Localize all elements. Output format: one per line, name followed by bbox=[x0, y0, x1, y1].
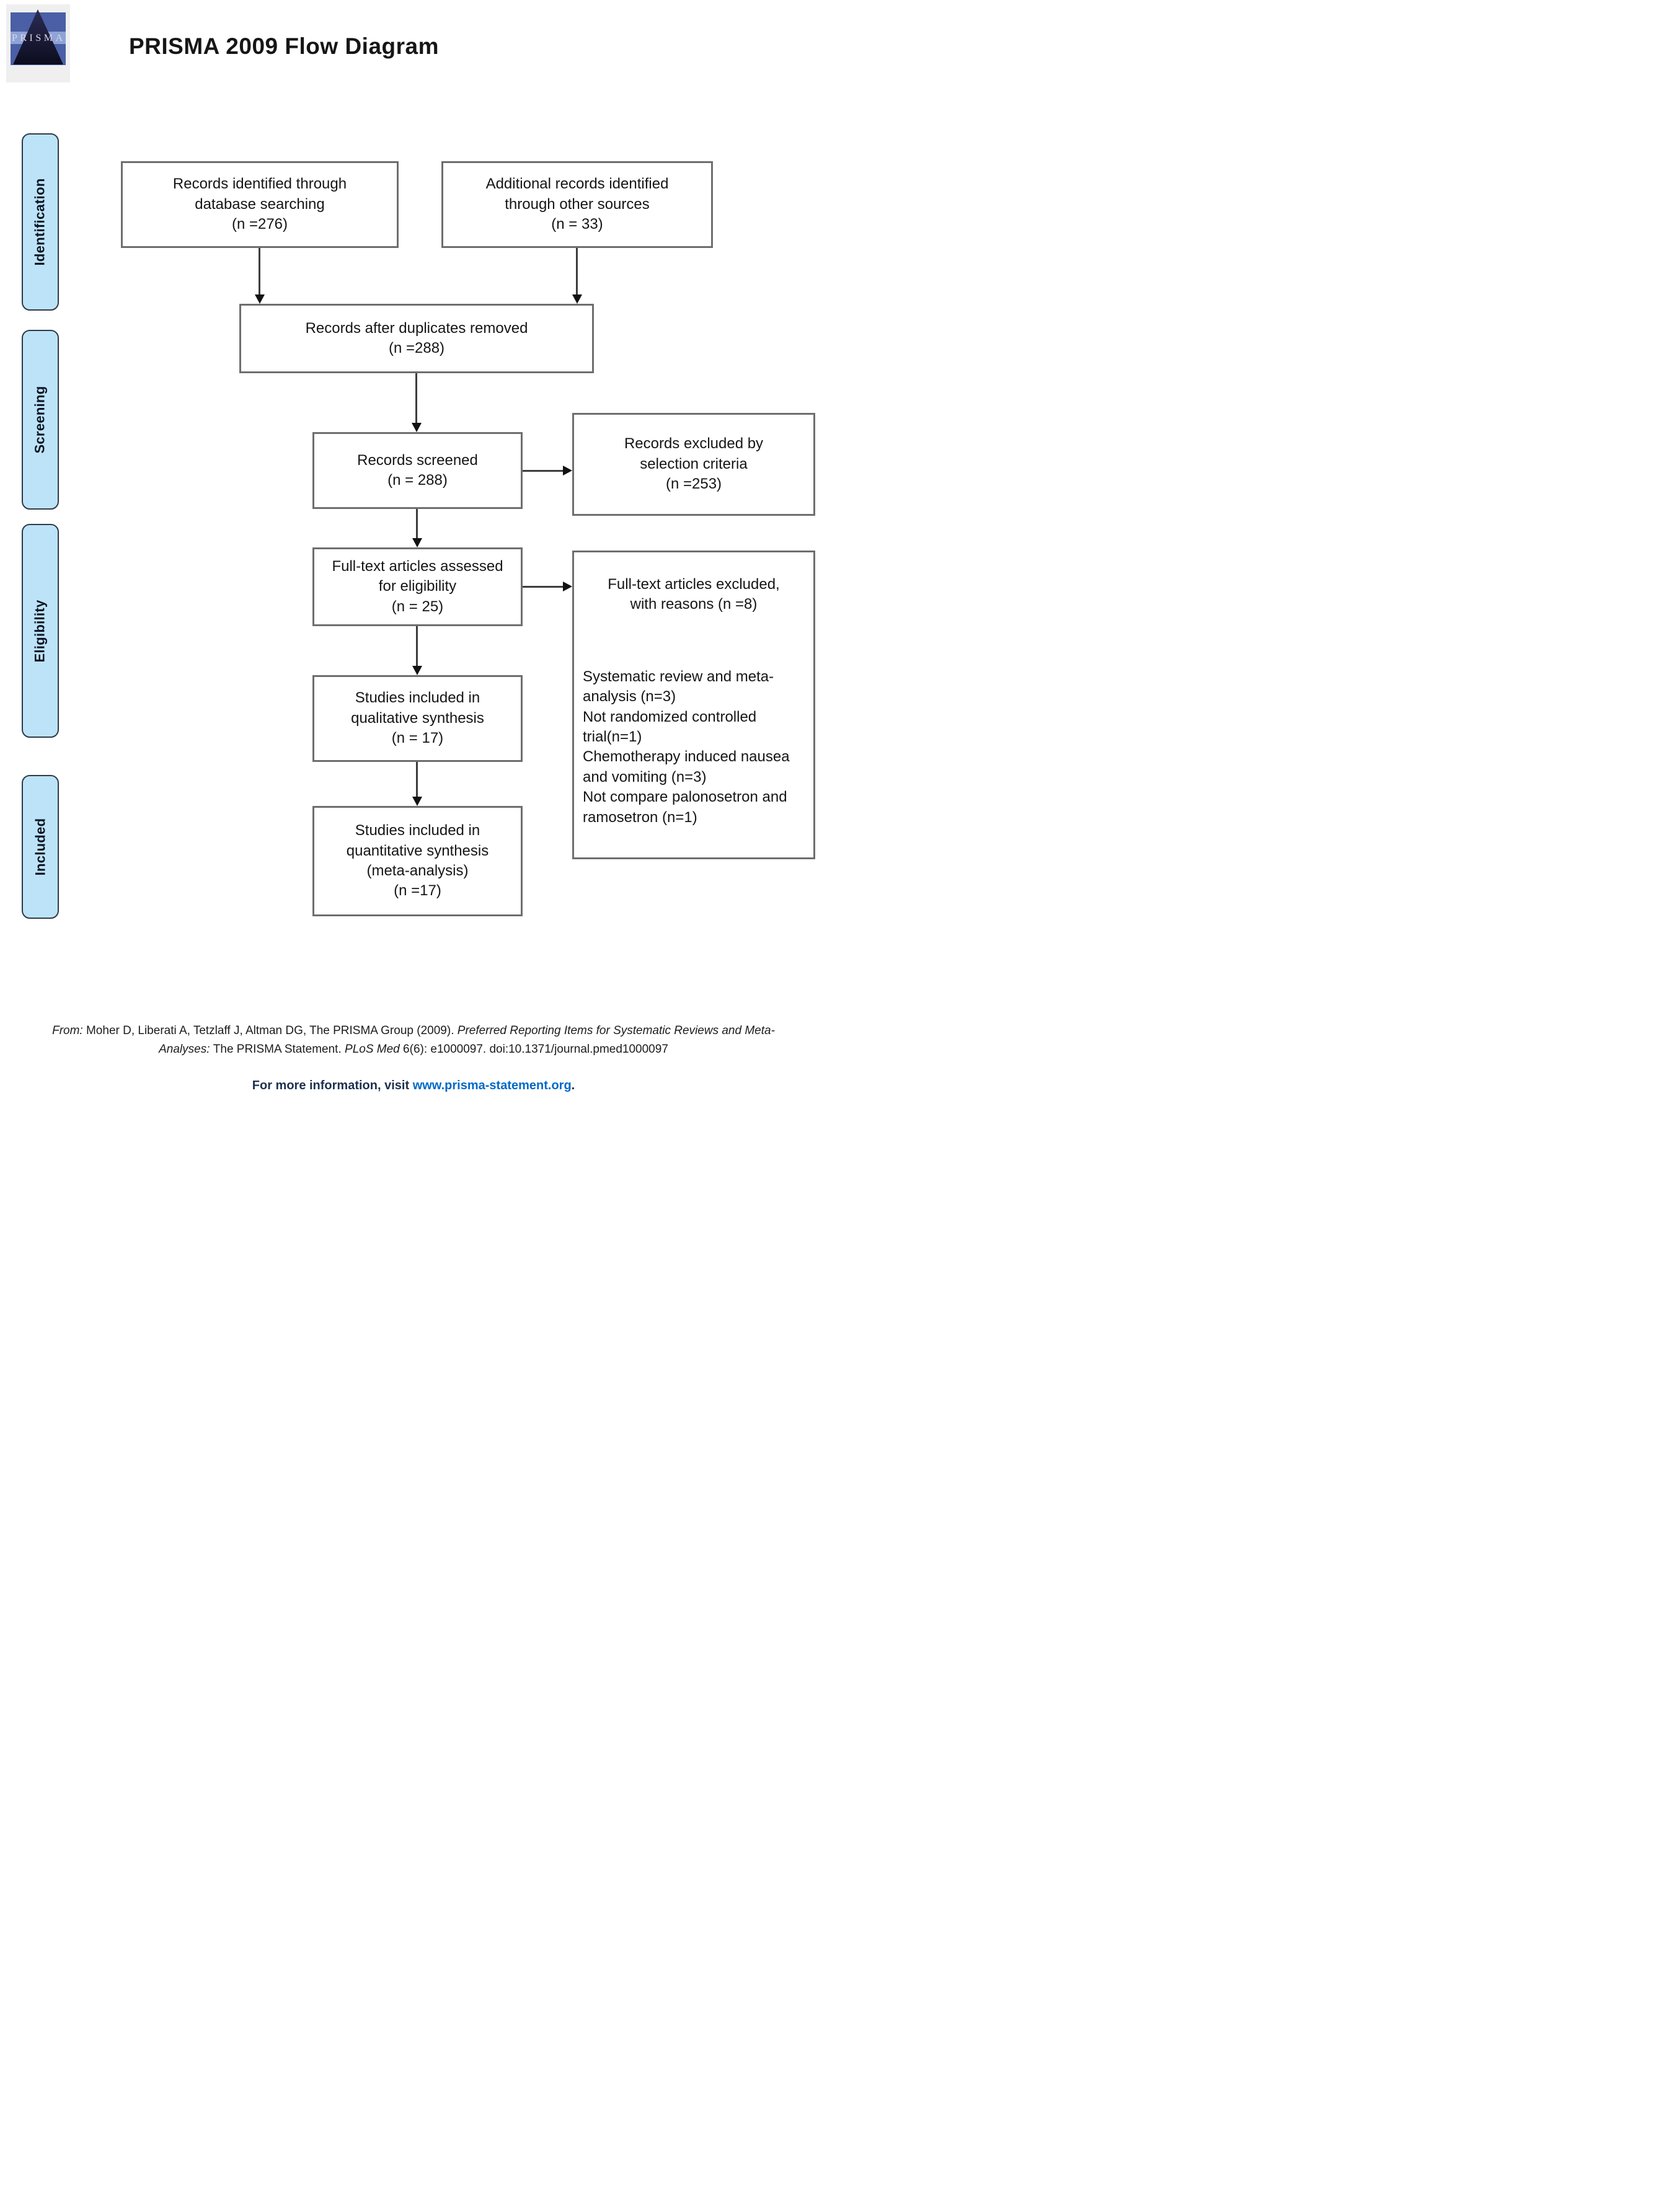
arrow-assessed-to-excluded-line bbox=[523, 586, 564, 588]
arrow-additional-to-duplicates-line bbox=[576, 248, 578, 295]
stage-pill-identification: Identification bbox=[22, 133, 59, 311]
arrow-duplicates-to-screened-head bbox=[412, 423, 422, 432]
info-prefix: For more information, visit bbox=[252, 1079, 413, 1092]
arrow-screened-to-assessed-line bbox=[416, 509, 418, 539]
stage-pill-included: Included bbox=[22, 775, 59, 919]
info-suffix: . bbox=[571, 1079, 575, 1092]
citation-line-1: From: Moher D, Liberati A, Tetzlaff J, A… bbox=[52, 1024, 775, 1037]
stage-label-eligibility: Eligibility bbox=[32, 599, 48, 663]
arrow-additional-to-duplicates-head bbox=[572, 294, 582, 304]
prisma-logo-text: PRISMA bbox=[12, 33, 64, 43]
flow-box-quantitative-synthesis: Studies included in quantitative synthes… bbox=[312, 806, 523, 916]
citation-line-2: Analyses: The PRISMA Statement. PLoS Med… bbox=[159, 1043, 668, 1056]
fulltext-excluded-title: Full-text articles excluded, with reason… bbox=[608, 576, 780, 613]
citation: From: Moher D, Liberati A, Tetzlaff J, A… bbox=[12, 1022, 815, 1060]
page-root: PRISMA PRISMA 2009 Flow Diagram Identifi… bbox=[0, 0, 827, 1106]
arrow-assessed-to-qualitative-head bbox=[412, 666, 422, 675]
page-title: PRISMA 2009 Flow Diagram bbox=[129, 33, 439, 59]
arrow-duplicates-to-screened-line bbox=[415, 373, 417, 423]
stage-pill-eligibility: Eligibility bbox=[22, 524, 59, 738]
flow-box-fulltext-excluded: Full-text articles excluded, with reason… bbox=[572, 551, 815, 859]
prisma-statement-link[interactable]: www.prisma-statement.org bbox=[412, 1079, 572, 1092]
flow-box-duplicates-removed: Records after duplicates removed (n =288… bbox=[239, 304, 594, 373]
fulltext-excluded-reasons: Systematic review and meta- analysis (n=… bbox=[583, 668, 790, 826]
flow-box-qualitative-synthesis: Studies included in qualitative synthesi… bbox=[312, 675, 523, 762]
arrow-qualitative-to-quantitative-line bbox=[416, 762, 418, 797]
arrow-screened-to-assessed-head bbox=[412, 538, 422, 547]
arrow-qualitative-to-quantitative-head bbox=[412, 797, 422, 806]
flow-box-fulltext-assessed: Full-text articles assessed for eligibil… bbox=[312, 547, 523, 626]
arrow-assessed-to-qualitative-line bbox=[416, 626, 418, 666]
flow-box-records-excluded: Records excluded by selection criteria (… bbox=[572, 413, 815, 516]
arrow-identified-to-duplicates-line bbox=[259, 248, 260, 295]
arrow-identified-to-duplicates-head bbox=[255, 294, 265, 304]
flow-box-records-identified: Records identified through database sear… bbox=[121, 161, 399, 248]
arrow-screened-to-excluded-line bbox=[523, 470, 564, 472]
arrow-assessed-to-excluded-head bbox=[563, 582, 572, 591]
stage-pill-screening: Screening bbox=[22, 330, 59, 510]
flow-box-additional-records: Additional records identified through ot… bbox=[441, 161, 713, 248]
stage-label-included: Included bbox=[32, 818, 48, 876]
flow-box-records-screened: Records screened (n = 288) bbox=[312, 432, 523, 509]
stage-label-identification: Identification bbox=[32, 178, 48, 266]
info-line: For more information, visit www.prisma-s… bbox=[0, 1079, 827, 1093]
stage-label-screening: Screening bbox=[32, 386, 48, 454]
prisma-logo: PRISMA bbox=[6, 4, 70, 82]
arrow-screened-to-excluded-head bbox=[563, 466, 572, 476]
